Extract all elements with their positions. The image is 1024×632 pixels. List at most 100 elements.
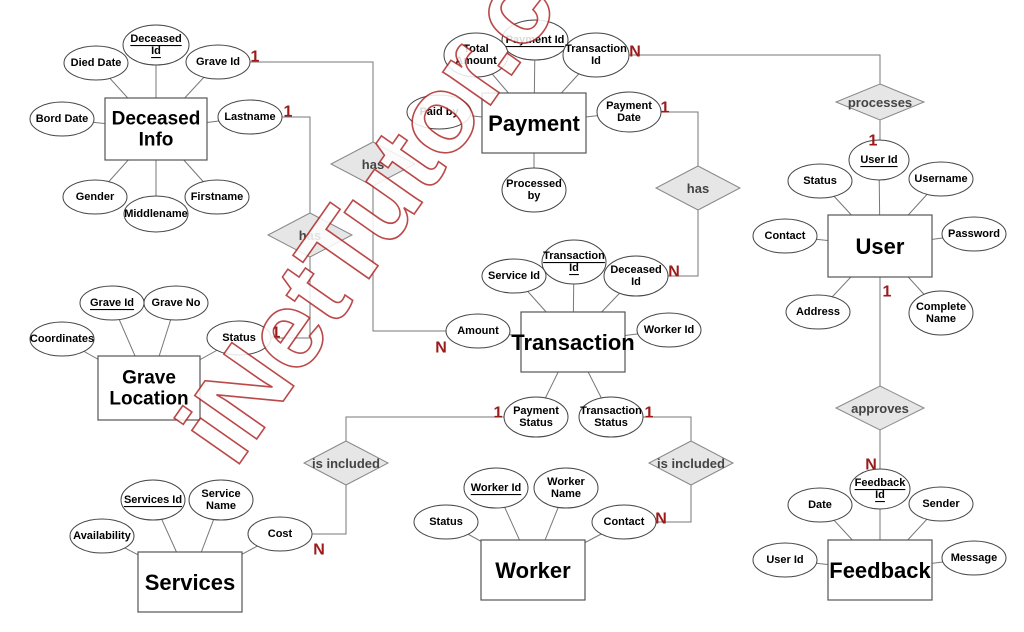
attribute-label: Died Date: [71, 57, 122, 69]
relationship-processes: processes: [834, 83, 926, 121]
attribute-label: Payment Id: [506, 34, 565, 46]
attribute-label: Status: [429, 516, 463, 528]
attribute-ellipse: [62, 179, 128, 215]
entity-label: Services: [145, 570, 236, 595]
attribute-ellipse: [143, 285, 209, 321]
attribute-label: Contact: [765, 230, 806, 242]
entity-label: Feedback: [829, 558, 931, 583]
attribute-label: Date: [808, 499, 832, 511]
relationship-link: [372, 176, 446, 332]
relationship-diamond: [654, 165, 742, 211]
attribute-ellipse: [69, 518, 135, 554]
attribute-label: User Id: [766, 554, 803, 566]
attribute-ellipse: [501, 167, 567, 213]
relationship-label: has: [362, 157, 384, 172]
relationship-link: [661, 111, 699, 176]
relationship-label: processes: [848, 95, 912, 110]
attribute-label: Contact: [604, 516, 645, 528]
attribute-grave-no: Grave No: [143, 285, 209, 321]
attribute-ellipse: [122, 24, 190, 66]
attribute-ellipse: [908, 161, 974, 197]
attribute-label: Status: [803, 175, 837, 187]
entity-box: [827, 214, 933, 278]
attribute-ellipse: [123, 195, 189, 233]
relationship-diamond: [329, 141, 417, 187]
entity-box: [481, 92, 587, 154]
relationship-diamond: [834, 385, 926, 431]
attribute-password: Password: [941, 216, 1007, 252]
attribute-label: Middlename: [124, 208, 188, 220]
attribute-label: Grave Id: [196, 56, 240, 68]
attribute-label: User Id: [860, 154, 897, 166]
attribute-label: Services Id: [124, 494, 182, 506]
relationship-link: [656, 485, 692, 523]
relationship-link: [629, 54, 881, 84]
attribute-ellipse: [941, 216, 1007, 252]
attribute-message: Message: [941, 540, 1007, 576]
attribute-ellipse: [503, 396, 569, 438]
attribute-ellipse: [217, 99, 283, 135]
attribute-label: Coordinates: [30, 333, 94, 345]
relationship-has-deceased-grave: has: [266, 212, 354, 258]
relationship-link: [312, 485, 347, 535]
attribute-coordinates: Coordinates: [29, 321, 95, 357]
entity-box: [520, 311, 626, 373]
attribute-ellipse: [206, 320, 272, 356]
entity-label: Payment: [488, 111, 580, 136]
relationship-link: [345, 416, 504, 441]
relationship-has-deceased-payment: has: [329, 141, 417, 187]
attribute-label: Password: [948, 228, 1000, 240]
attribute-label: Service Id: [488, 270, 540, 282]
attribute-label: Worker Id: [471, 482, 522, 494]
cardinality-label: N: [655, 511, 667, 528]
entity-worker: Worker: [480, 539, 586, 601]
relationship-link: [282, 116, 311, 223]
relationship-label: approves: [851, 401, 909, 416]
attribute-service-id: Service Id: [481, 258, 547, 294]
attribute-ellipse: [184, 179, 250, 215]
attribute-label: Amount: [457, 325, 499, 337]
attribute-ellipse: [636, 312, 702, 348]
attribute-sender: Sender: [908, 486, 974, 522]
entity-box: [480, 539, 586, 601]
attribute-ellipse: [752, 542, 818, 578]
entity-box: [97, 355, 201, 421]
entity-box: [827, 539, 933, 601]
attribute-ellipse: [848, 139, 910, 181]
attribute-ellipse: [247, 516, 313, 552]
attribute-ellipse: [849, 468, 911, 510]
cardinality-label: 1: [869, 133, 878, 150]
attribute-ellipse: [443, 32, 509, 78]
attribute-lastname: Lastname: [217, 99, 283, 135]
relationship-diamond: [302, 440, 390, 486]
relationship-link: [643, 416, 692, 441]
relationship-link: [668, 200, 699, 277]
attribute-label: Lastname: [224, 111, 275, 123]
attribute-address: Address: [785, 294, 851, 330]
attribute-gl-status: Status: [206, 320, 272, 356]
relationship-approves: approves: [834, 385, 926, 431]
attribute-label: Status: [222, 332, 256, 344]
attribute-ellipse: [591, 504, 657, 540]
attribute-ellipse: [785, 294, 851, 330]
entity-transaction: Transaction: [511, 311, 635, 373]
relationship-label: has: [687, 181, 709, 196]
cardinality-label: N: [435, 340, 447, 357]
attribute-ellipse: [908, 290, 974, 336]
